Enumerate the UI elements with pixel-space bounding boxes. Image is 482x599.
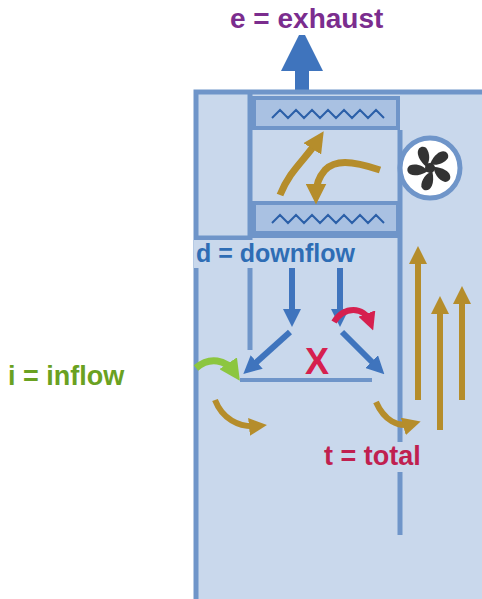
blocked-mark: X — [303, 342, 331, 382]
downflow-label: d = downflow — [194, 240, 357, 268]
total-label: t = total — [322, 442, 423, 472]
exhaust-label: e = exhaust — [228, 4, 385, 35]
inflow-label: i = inflow — [6, 362, 126, 392]
